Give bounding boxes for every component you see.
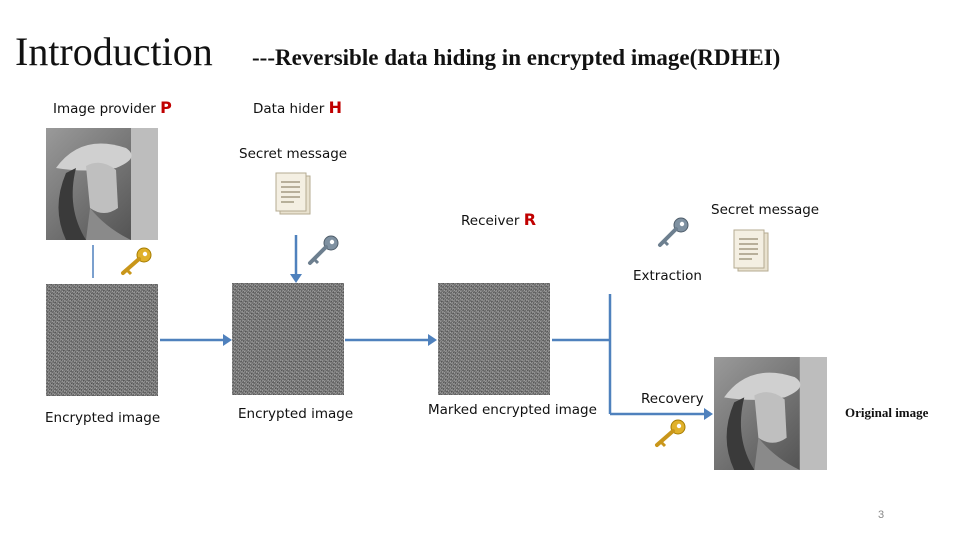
marked-encrypted-image-caption: Marked encrypted image: [428, 402, 597, 418]
page-number: 3: [878, 509, 885, 521]
secret-message-label-right: Secret message: [711, 202, 820, 218]
secret-message-label-top: Secret message: [239, 146, 348, 162]
encrypted-image-2: [232, 283, 344, 395]
hider-letter: H: [328, 98, 342, 117]
encrypted-image-caption-2: Encrypted image: [238, 406, 354, 422]
key-gray-icon: [305, 234, 341, 270]
receiver-label: Receiver R: [461, 210, 537, 229]
document-icon: [274, 172, 312, 220]
extraction-label: Extraction: [633, 268, 702, 284]
key-gold-icon: [652, 418, 688, 452]
marked-encrypted-image: [438, 283, 550, 395]
key-gray-icon: [655, 216, 691, 252]
slide-title: Introduction: [15, 29, 213, 74]
recovery-label: Recovery: [641, 391, 704, 407]
recovered-original-photo: [714, 357, 827, 470]
original-image-caption: Original image: [845, 405, 929, 420]
receiver-letter: R: [523, 210, 537, 229]
slide-subtitle: ---Reversible data hiding in encrypted i…: [252, 45, 781, 70]
key-gold-icon: [118, 246, 154, 280]
encrypted-image-1: [46, 284, 158, 396]
hider-embed-arrowhead: [290, 274, 302, 283]
recovery-arrowhead: [704, 408, 713, 420]
transfer-arrowhead-2: [428, 334, 437, 346]
provider-letter: P: [160, 98, 172, 117]
data-hider-label: Data hider H: [253, 98, 342, 117]
document-icon: [732, 229, 770, 277]
image-provider-label: Image provider P: [53, 98, 172, 117]
transfer-arrowhead-1: [223, 334, 232, 346]
original-photo-provider: [46, 128, 158, 240]
encrypted-image-caption-1: Encrypted image: [45, 410, 161, 426]
